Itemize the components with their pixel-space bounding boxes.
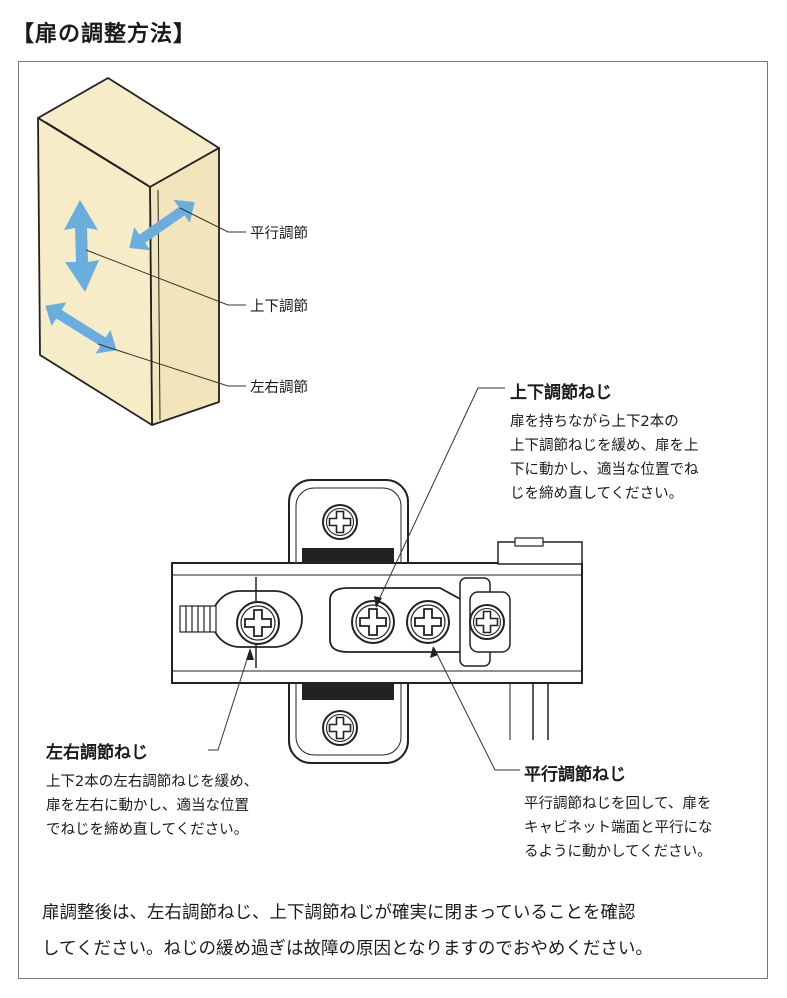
- phillips-screw-icon: [322, 504, 358, 540]
- leftright-screw-line: 扉を左右に動かし、適当な位置: [46, 798, 249, 814]
- updown-screw-description: 扉を持ちながら上下2本の 上下調節ねじを緩め、扉を上 下に動かし、適当な位置でね…: [510, 410, 699, 506]
- page-title: 【扉の調整方法】: [12, 22, 197, 47]
- phillips-screw-icon: [351, 600, 395, 644]
- updown-screw-line: じを締め直してください。: [510, 486, 684, 502]
- parallel-screw-description: 平行調節ねじを回して、扉を キャビネット端面と平行にな るように動かしてください…: [524, 792, 713, 864]
- parallel-adjust-label: 平行調節: [250, 226, 308, 242]
- phillips-screw-icon: [322, 710, 358, 746]
- footer-note: 扉調整後は、左右調節ねじ、上下調節ねじが確実に閉まっていることを確認 してくださ…: [42, 895, 653, 967]
- phillips-screw-icon: [236, 601, 280, 645]
- phillips-screw-icon: [469, 604, 505, 640]
- screw-leader-lines: [208, 387, 520, 771]
- leftright-screw-line: 上下2本の左右調節ねじを緩め、: [46, 774, 259, 790]
- updown-screw-line: 扉を持ちながら上下2本の: [510, 414, 679, 430]
- leader-arrowheads: [246, 596, 438, 660]
- footer-line: してください。ねじの緩め過ぎは故障の原因となりますのでおやめください。: [42, 939, 653, 959]
- double-arrow-icon: [64, 200, 99, 292]
- cabinet-door: [37, 77, 220, 426]
- leftright-adjust-label: 左右調節: [250, 380, 308, 396]
- updown-screw-line: 上下調節ねじを緩め、扉を上: [510, 438, 699, 454]
- footer-line: 扉調整後は、左右調節ねじ、上下調節ねじが確実に閉まっていることを確認: [42, 903, 636, 923]
- diagram-frame: [18, 61, 768, 979]
- phillips-screw-icon: [406, 600, 450, 644]
- parallel-screw-line: 平行調節ねじを回して、扉を: [524, 796, 712, 812]
- updown-adjust-label: 上下調節: [250, 299, 308, 315]
- double-arrow-icon: [129, 199, 195, 251]
- leftright-screw-description: 上下2本の左右調節ねじを緩め、 扉を左右に動かし、適当な位置 でねじを締め直して…: [46, 770, 258, 842]
- parallel-screw-heading: 平行調節ねじ: [524, 765, 626, 785]
- updown-screw-line: 下に動かし、適当な位置でね: [510, 462, 699, 478]
- updown-screw-heading: 上下調節ねじ: [510, 383, 612, 403]
- parallel-screw-line: キャビネット端面と平行にな: [524, 820, 713, 836]
- leftright-screw-line: でねじを締め直してください。: [46, 822, 249, 838]
- double-arrow-icon: [45, 302, 117, 354]
- leftright-screw-heading: 左右調節ねじ: [46, 743, 148, 763]
- cabinet-leader-lines: [85, 207, 246, 387]
- parallel-screw-line: るように動かしてください。: [524, 844, 712, 860]
